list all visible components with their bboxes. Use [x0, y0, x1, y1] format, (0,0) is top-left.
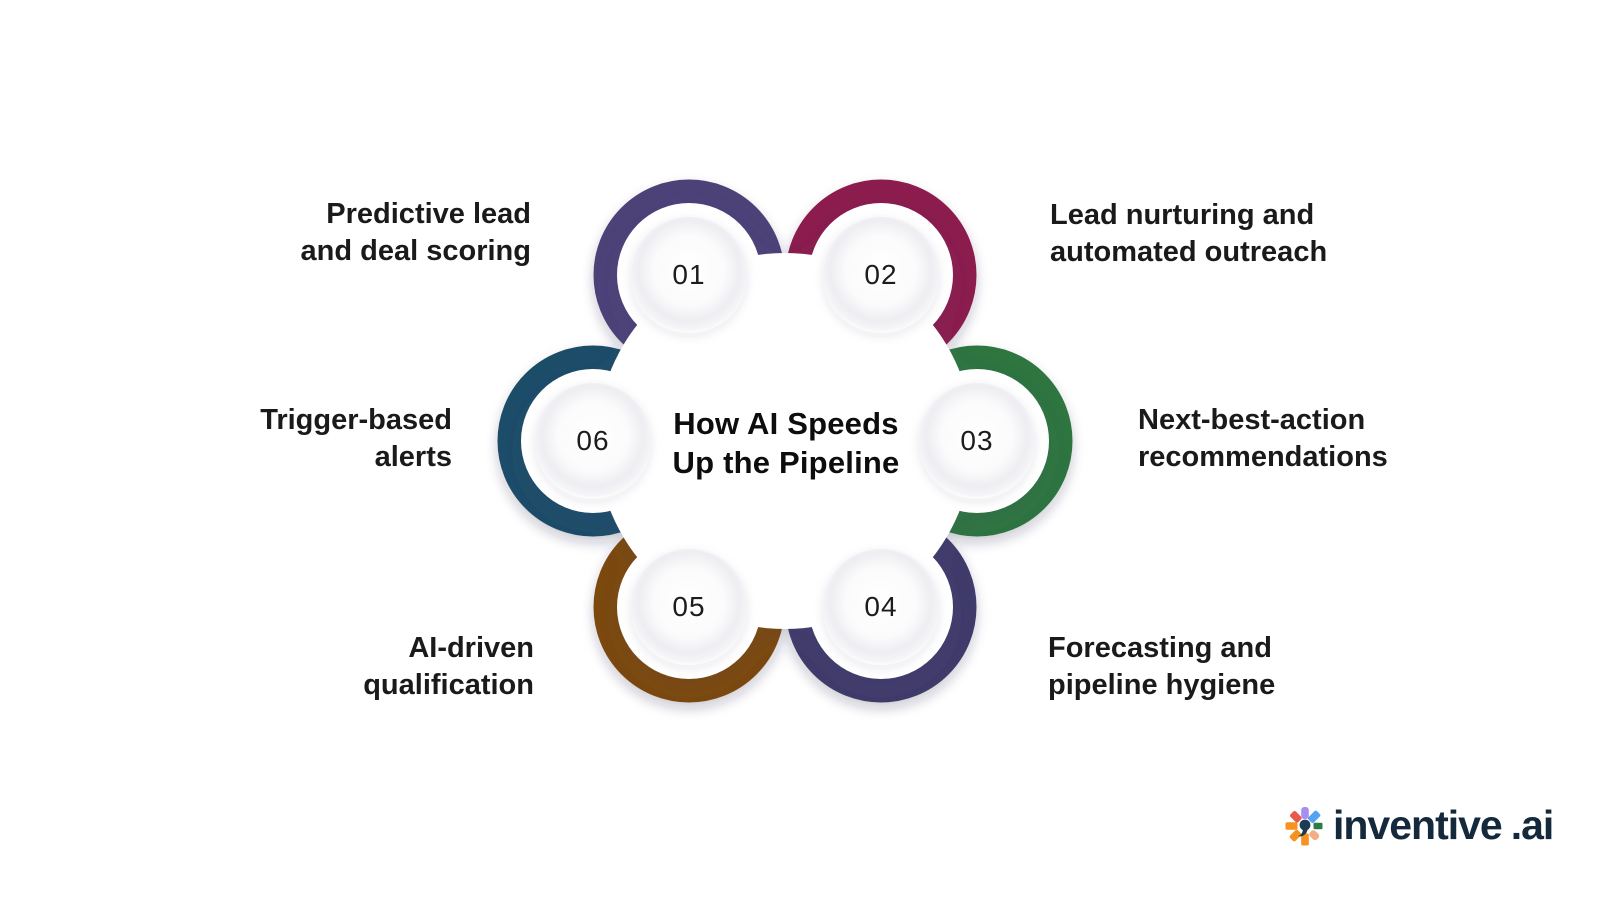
medallion-02: [823, 217, 939, 333]
inventive-ai-logo: inventive .ai: [1284, 802, 1555, 849]
label-lead-nurturing-outreach: Lead nurturing and automated outreach: [1050, 199, 1328, 268]
burst-petals: [1285, 806, 1323, 845]
petal-bottom: [1301, 833, 1309, 845]
medallion-06: [535, 383, 651, 499]
label-predictive-lead-scoring: Predictive lead and deal scoring: [300, 198, 531, 267]
diagram-title: How AI Speeds Up the Pipeline: [672, 406, 900, 480]
petal-left: [1285, 821, 1298, 830]
label-forecasting-hygiene: Forecasting and pipeline hygiene: [1048, 632, 1276, 701]
label-ai-driven-qualification: AI-driven qualification: [363, 632, 534, 701]
step-number-06: 06: [576, 425, 610, 456]
petal-top-left: [1290, 810, 1302, 823]
step-number-01: 01: [672, 259, 706, 290]
step-number-03: 03: [960, 425, 994, 456]
center-blob-core: [597, 253, 973, 629]
inventive-burst-icon: [1285, 806, 1323, 845]
step-number-05: 05: [672, 591, 706, 622]
label-trigger-based-alerts: Trigger-based alerts: [260, 404, 452, 473]
burst-center-comma: [1298, 819, 1311, 836]
label-next-best-action: Next-best-action recommendations: [1138, 404, 1388, 473]
logo-wordmark-main: inventive: [1333, 802, 1503, 848]
medallion-04: [823, 549, 939, 665]
step-number-02: 02: [864, 259, 898, 290]
number-medallions: [535, 217, 1035, 665]
petal-right: [1313, 822, 1323, 829]
medallion-05: [631, 549, 747, 665]
step-number-04: 04: [864, 591, 898, 622]
logo-wordmark: inventive .ai: [1333, 802, 1555, 849]
petal-bottom-right: [1309, 829, 1320, 840]
medallion-03: [919, 383, 1035, 499]
petal-top: [1301, 806, 1309, 819]
medallion-01: [631, 217, 747, 333]
petal-top-right: [1308, 810, 1321, 823]
logo-wordmark-suffix: .ai: [1510, 802, 1555, 848]
petal-bottom-left: [1289, 829, 1302, 841]
